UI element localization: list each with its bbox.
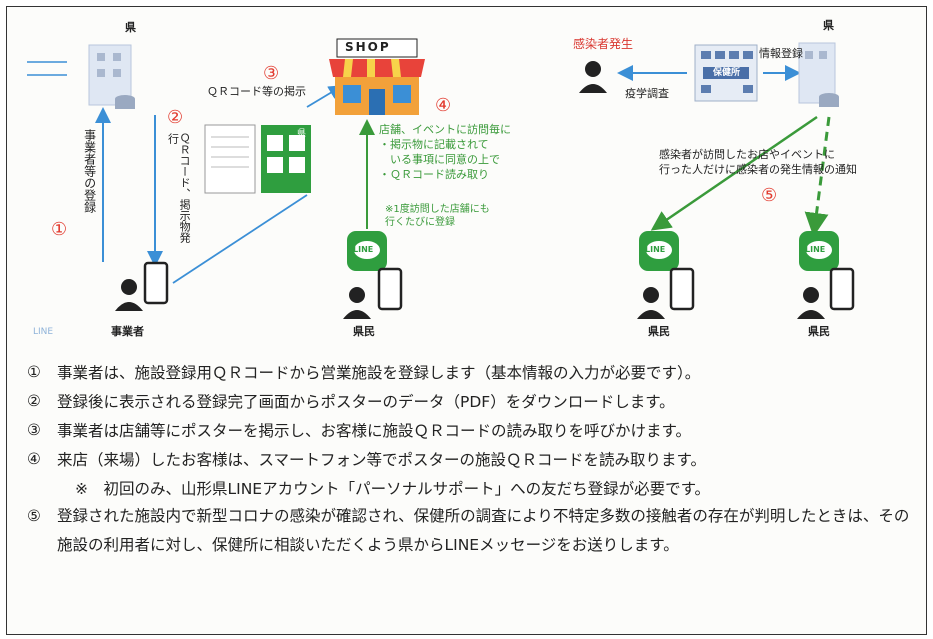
shop-sign: SHOP [345, 40, 391, 54]
step5-notice-line-2: 行った人だけに感染者の発生情報の通知 [659, 163, 857, 177]
operator-person-icon [115, 261, 169, 311]
step4-note-line-2: 行くたびに登録 [385, 217, 455, 228]
list-item-text: 事業者は、施設登録用ＱＲコードから営業施設を登録します（基本情報の入力が必要です… [57, 363, 701, 382]
health-center-label: 保健所 [713, 68, 741, 78]
list-item-note: ※ 初回のみ、山形県LINEアカウント「パーソナルサポート」への友だち登録が必要… [75, 479, 711, 498]
step4-note: ※1度訪問した店舗にも 行くたびに登録 [385, 203, 490, 229]
business-operator-label: 事業者 [111, 325, 144, 338]
step-number-5: ⑤ [761, 185, 778, 206]
list-item-number: ② [27, 391, 41, 410]
list-item: ③ 事業者は店舗等にポスターを掲示し、お客様に施設ＱＲコードの読み取りを呼びかけ… [27, 415, 917, 444]
line-badge-right1: LINE [645, 245, 666, 254]
step4-bullet-1: ・掲示物に記載されて [379, 137, 489, 151]
qr-poster-icon [261, 125, 311, 193]
step-number-3: ③ [263, 63, 280, 84]
list-item: ① 事業者は、施設登録用ＱＲコードから営業施設を登録します（基本情報の入力が必要… [27, 357, 917, 386]
qr-issue-vertical-text: ＱＲコード、掲示物発行 [166, 133, 192, 243]
line-badge-right2: LINE [805, 245, 826, 254]
step-number-1: ① [51, 219, 68, 240]
epidemiological-survey-label: 疫学調査 [625, 87, 669, 100]
citizen-person-right2-icon [797, 267, 855, 319]
list-item: ④ 来店（来場）したお客様は、スマートフォン等でポスターの施設ＱＲコードを読み取… [27, 444, 917, 473]
diagram-graphics [27, 38, 855, 319]
line-watermark: LINE [33, 327, 54, 337]
citizen-center-label: 県民 [353, 325, 375, 338]
step4-bullet-3: ・ＱＲコード読み取り [379, 167, 489, 181]
prefecture-building-right-icon [798, 42, 839, 107]
list-item-number: ① [27, 362, 41, 381]
list-item-text: 登録後に表示される登録完了画面からポスターのデータ（PDF）をダウンロードします… [57, 392, 675, 411]
prefecture-left-label: 県 [125, 21, 136, 34]
citizen-person-right1-icon [637, 267, 695, 319]
citizen-right1-label: 県民 [648, 325, 670, 338]
list-item: ② 登録後に表示される登録完了画面からポスターのデータ（PDF）をダウンロードし… [27, 386, 917, 415]
list-item-number: ③ [27, 420, 41, 439]
citizen-right2-label: 県民 [808, 325, 830, 338]
step4-heading: 店舗、イベントに訪問毎に [379, 123, 511, 136]
info-registration-label: 情報登録 [759, 47, 803, 60]
step-number-4: ④ [435, 95, 452, 116]
poster-badge: 県 [297, 129, 307, 139]
list-item-text: 来店（来場）したお客様は、スマートフォン等でポスターの施設ＱＲコードを読み取りま… [57, 450, 706, 469]
line-app-icon-right2 [799, 231, 839, 271]
step5-notice: 感染者が訪問したお店やイベントに 行った人だけに感染者の発生情報の通知 [659, 147, 857, 178]
health-center-icon [694, 44, 758, 102]
list-item-text: 事業者は店舗等にポスターを掲示し、お客様に施設ＱＲコードの読み取りを呼びかけます… [57, 421, 691, 440]
line-app-icon-center [347, 231, 387, 271]
list-item-number: ⑤ [27, 507, 41, 525]
citizen-person-center-icon [343, 267, 403, 319]
step4-note-line-1: ※1度訪問した店舗にも [385, 204, 490, 215]
list-item-text: 登録された施設内で新型コロナの感染が確認され、保健所の調査により不特定多数の接触… [57, 507, 910, 554]
infection-occurs-label: 感染者発生 [573, 37, 634, 51]
step-number-2: ② [167, 107, 184, 128]
line-badge-center: LINE [353, 245, 374, 254]
step4-bullet-2: いる事項に同意の上で [379, 152, 500, 166]
step4-description: 店舗、イベントに訪問毎に ・掲示物に記載されて いる事項に同意の上で ・ＱＲコー… [379, 123, 511, 182]
shop-icon [329, 38, 425, 115]
person-infected-icon [579, 61, 607, 93]
line-app-icon-right1 [639, 231, 679, 271]
list-item: ⑤ 登録された施設内で新型コロナの感染が確認され、保健所の調査により不特定多数の… [27, 502, 917, 560]
step5-notice-line-1: 感染者が訪問したお店やイベントに [659, 148, 835, 161]
prefecture-building-left-icon [88, 44, 135, 109]
qr-post-label: ＱＲコード等の掲示 [207, 85, 306, 98]
prefecture-right-label: 県 [823, 19, 834, 32]
steps-list: ① 事業者は、施設登録用ＱＲコードから営業施設を登録します（基本情報の入力が必要… [27, 357, 917, 560]
diagram-frame: 県 県 事業者 県民 県民 県民 LINE SHOP 保健所 県 事業者等の登録… [6, 6, 927, 635]
poster-icon [204, 124, 256, 194]
list-item-number: ④ [27, 449, 41, 468]
register-vertical-text: 事業者等の登録 [82, 129, 97, 213]
